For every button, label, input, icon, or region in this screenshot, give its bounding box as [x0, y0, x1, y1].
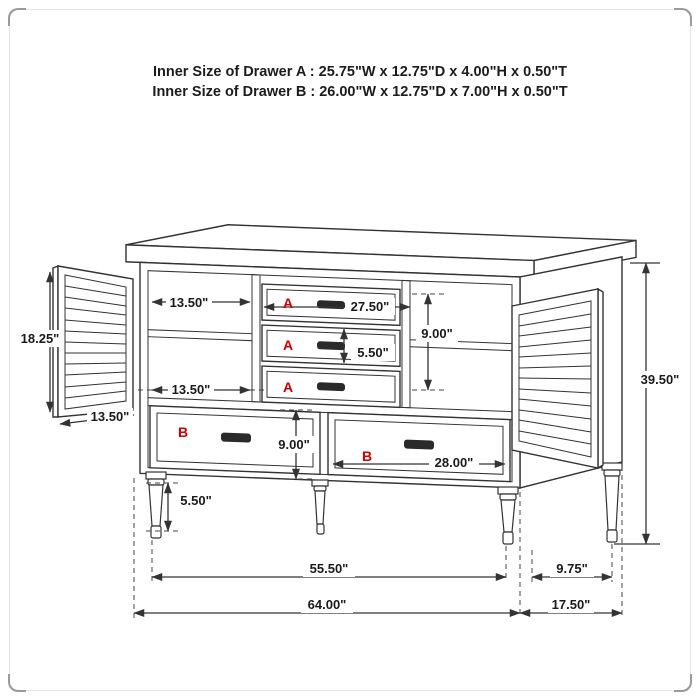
dim-drawer-a-width-label: 27.50"	[345, 298, 395, 315]
drawer-handle	[317, 382, 345, 392]
dimension-labels: 18.25" 13.50" 27.50" 9.00" 5.50" 13.50" …	[16, 294, 685, 613]
drawer-handle	[404, 439, 434, 450]
drawer-handle	[221, 432, 251, 443]
dim-overall-width-label: 64.00"	[301, 596, 353, 613]
drawer-a1-letter: A	[283, 295, 293, 311]
right-door-louvers	[518, 313, 592, 445]
frame-corner-top-left	[8, 8, 26, 26]
svg-text:18.25": 18.25"	[21, 331, 60, 346]
svg-text:64.00": 64.00"	[308, 597, 347, 612]
frame-corner-bottom-left	[8, 674, 26, 692]
drawer-b1-letter: B	[178, 424, 188, 440]
svg-text:9.00": 9.00"	[421, 326, 452, 341]
drawer-b2	[327, 411, 511, 483]
drawer-inner-size-note: Inner Size of Drawer A : 25.75"W x 12.75…	[20, 62, 700, 102]
svg-text:13.50": 13.50"	[172, 382, 211, 397]
drawer-b1	[149, 405, 321, 476]
drawer-a3	[261, 365, 401, 409]
right-door-edge	[597, 287, 604, 470]
svg-text:28.00": 28.00"	[435, 455, 474, 470]
svg-text:55.50": 55.50"	[310, 561, 349, 576]
left-compartment-shelf	[147, 329, 253, 342]
svg-text:13.50": 13.50"	[91, 409, 130, 424]
rear-right-leg	[601, 462, 623, 543]
svg-text:9.75": 9.75"	[556, 561, 587, 576]
dim-rear-leg-offset-label: 9.75"	[550, 560, 594, 577]
dim-drawer-b-width-label: 28.00"	[429, 454, 479, 471]
dim-overall-depth-label: 17.50"	[548, 596, 594, 613]
drawer-handle	[317, 300, 345, 310]
svg-text:9.00": 9.00"	[278, 437, 309, 452]
svg-text:39.50": 39.50"	[641, 372, 680, 387]
svg-text:17.50": 17.50"	[552, 597, 591, 612]
dim-upper-opening-height-label: 9.00"	[416, 325, 458, 342]
drawer-b-inner-size-text: Inner Size of Drawer B : 26.00"W x 12.75…	[152, 84, 568, 100]
dim-upper-shelf-width-label: 13.50"	[166, 294, 212, 311]
drawer-a-inner-size-text: Inner Size of Drawer A : 25.75"W x 12.75…	[152, 64, 568, 80]
dim-lower-shelf-width-label: 13.50"	[168, 381, 214, 398]
drawer-a2-letter: A	[283, 337, 293, 353]
svg-text:13.50": 13.50"	[170, 295, 209, 310]
drawer-b2-letter: B	[362, 448, 372, 464]
drawer-handle	[317, 341, 345, 351]
drawer-a3-letter: A	[283, 379, 293, 395]
dim-drawer-b-height-label: 9.00"	[273, 436, 315, 453]
page-border	[9, 9, 691, 691]
left-door-louvers	[64, 285, 127, 399]
dim-door-height-label: 18.25"	[16, 330, 64, 347]
frame-corner-top-right	[674, 8, 692, 26]
svg-text:5.50": 5.50"	[357, 345, 388, 360]
frame-corner-bottom-right	[674, 674, 692, 692]
dim-door-width-label: 13.50"	[87, 408, 133, 425]
front-right-leg	[497, 486, 519, 545]
dim-front-leg-span-label: 55.50"	[303, 560, 355, 577]
drawer-letter-labels: A A A B B	[178, 295, 372, 464]
left-louvered-door	[52, 264, 134, 418]
front-left-leg	[145, 471, 167, 539]
legs	[145, 462, 623, 545]
right-louvered-door	[511, 287, 604, 470]
svg-text:27.50": 27.50"	[351, 299, 390, 314]
dim-overall-height-label: 39.50"	[635, 371, 685, 388]
center-leg	[311, 479, 329, 535]
dim-drawer-a-front-height-label: 5.50"	[351, 344, 395, 361]
svg-text:5.50": 5.50"	[180, 493, 211, 508]
dim-leg-height-label: 5.50"	[174, 492, 218, 509]
